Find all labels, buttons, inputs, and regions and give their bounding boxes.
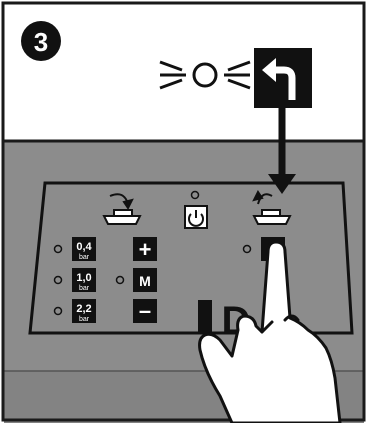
step-number: 3	[34, 27, 48, 57]
plus-button[interactable]: +	[133, 237, 157, 262]
pressure-unit-2: bar	[79, 316, 90, 323]
pressure-unit-0: bar	[79, 254, 90, 261]
return-arrow-icon	[254, 48, 312, 108]
minus-button[interactable]: –	[133, 298, 157, 323]
minus-label: –	[139, 298, 151, 323]
plus-label: +	[139, 237, 152, 262]
pressure-value-2: 2,2	[76, 303, 91, 315]
pressure-value-0: 0,4	[76, 241, 92, 253]
memory-label: M	[139, 273, 151, 289]
power-button[interactable]	[185, 206, 207, 228]
pressure-value-1: 1,0	[76, 272, 91, 284]
pressure-unit-1: bar	[79, 285, 90, 292]
